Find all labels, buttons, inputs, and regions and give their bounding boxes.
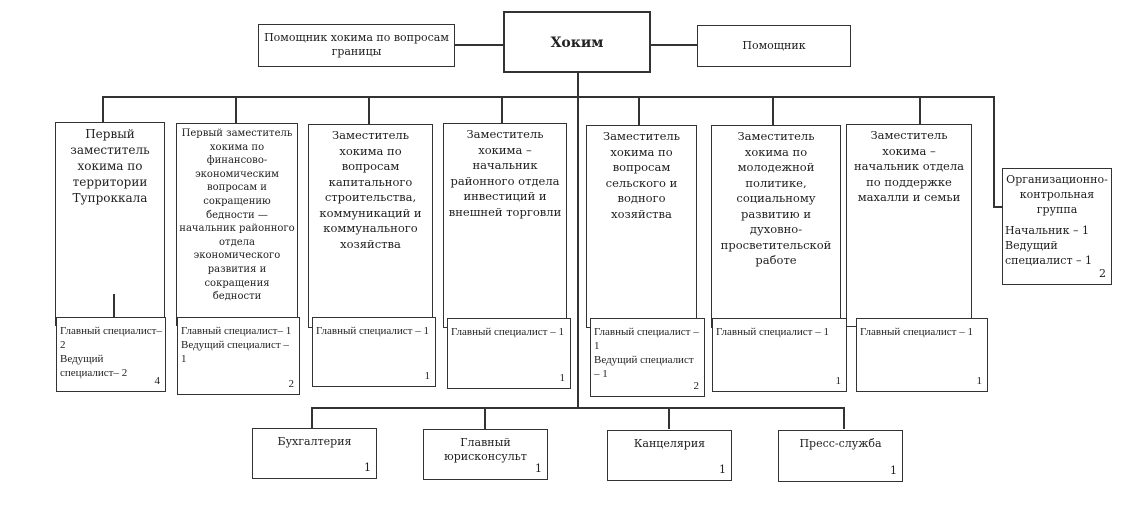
staff-line: Ведущий специалист – 1 [1005, 239, 1093, 267]
connector [113, 294, 115, 318]
connector [668, 407, 670, 429]
staff-line: Главный специалист– 2 [60, 325, 162, 351]
connector [368, 96, 370, 124]
staff-line: Ведущий специалист– 2 [60, 353, 128, 379]
org-group-box: Организационно-контрольная группа Началь… [1002, 168, 1112, 285]
deputy-box-6: Заместитель хокима по молодежной политик… [711, 125, 841, 328]
unit-count: 1 [535, 462, 542, 475]
unit-label: Бухгалтерия [277, 435, 352, 448]
connector [102, 96, 993, 98]
connector [650, 44, 698, 46]
staff-line: Главный специалист – 1 [316, 325, 429, 337]
staff-box-1: Главный специалист– 2 Ведущий специалист… [56, 317, 166, 392]
unit-count: 1 [890, 464, 897, 477]
unit-label: Канцелярия [633, 437, 706, 450]
staff-line: Ведущий специалист – 1 [594, 354, 694, 380]
staff-count: 2 [288, 378, 295, 390]
unit-box-chancellery: Канцелярия 1 [607, 430, 732, 481]
staff-box-4: Главный специалист – 1 1 [447, 318, 571, 389]
deputy-label: Заместитель хокима по молодежной политик… [720, 129, 832, 267]
staff-count: 2 [1099, 267, 1106, 280]
staff-box-6: Главный специалист – 1 1 [712, 318, 847, 392]
staff-line: Главный специалист – 1 [860, 326, 973, 338]
unit-box-accounting: Бухгалтерия 1 [252, 428, 377, 479]
deputy-box-2: Первый заместитель хокима по финансово-э… [176, 123, 298, 326]
staff-count: 1 [559, 372, 566, 384]
deputy-label: Заместитель хокима по вопросам сельского… [603, 129, 680, 221]
deputy-label: Первый заместитель хокима по территории … [70, 127, 150, 205]
connector [501, 96, 503, 123]
deputy-label: Заместитель хокима по вопросам капитальн… [319, 128, 422, 251]
staff-line: Главный специалист – 1 [594, 326, 699, 352]
deputy-box-7: Заместитель хокима – начальник отдела по… [846, 124, 972, 327]
staff-line: Главный специалист – 1 [716, 326, 829, 338]
staff-count: 1 [835, 375, 842, 387]
connector [993, 206, 1003, 208]
staff-box-5: Главный специалист – 1 Ведущий специалис… [590, 318, 705, 397]
connector [454, 44, 504, 46]
connector [102, 96, 104, 123]
connector [919, 96, 921, 124]
unit-count: 1 [719, 463, 726, 476]
staff-count: 4 [154, 375, 161, 387]
staff-line: Ведущий специалист – 1 [181, 339, 289, 365]
deputy-label: Первый заместитель хокима по финансово-э… [179, 128, 295, 303]
deputy-label: Заместитель хокима – начальник отдела по… [853, 128, 965, 204]
staff-count: 2 [693, 380, 700, 392]
staff-count: 1 [976, 375, 983, 387]
connector [843, 407, 845, 429]
unit-box-press: Пресс-служба 1 [778, 430, 903, 482]
staff-line: Главный специалист– 1 [181, 325, 292, 337]
assistant-box: Помощник [697, 25, 851, 67]
deputy-box-5: Заместитель хокима по вопросам сельского… [586, 125, 697, 328]
unit-count: 1 [364, 461, 371, 474]
deputy-label: Заместитель хокима – начальник районного… [448, 127, 562, 219]
connector [993, 96, 995, 207]
connector [311, 407, 313, 429]
connector [235, 96, 237, 123]
connector [311, 407, 844, 409]
staff-box-3: Главный специалист – 1 1 [312, 317, 436, 387]
org-group-label: Организационно-контрольная группа [1006, 173, 1108, 216]
assistant-border-box: Помощник хокима по вопросам границы [258, 24, 455, 67]
unit-box-legal: Главный юрисконсульт 1 [423, 429, 548, 480]
connector [638, 96, 640, 125]
deputy-box-1: Первый заместитель хокима по территории … [55, 122, 165, 326]
assistant-label: Помощник [742, 39, 806, 52]
staff-box-2: Главный специалист– 1 Ведущий специалист… [177, 317, 300, 395]
connector [772, 96, 774, 125]
deputy-box-4: Заместитель хокима – начальник районного… [443, 123, 567, 328]
staff-line: Начальник – 1 [1005, 224, 1089, 237]
connector [577, 72, 579, 407]
connector [484, 407, 486, 429]
unit-label: Главный юрисконсульт [444, 436, 527, 463]
staff-box-7: Главный специалист – 1 1 [856, 318, 988, 392]
deputy-box-3: Заместитель хокима по вопросам капитальн… [308, 124, 433, 328]
staff-count: 1 [424, 370, 431, 382]
head-title: Хоким [550, 35, 604, 51]
assistant-label: Помощник хокима по вопросам границы [264, 31, 449, 58]
head-box: Хоким [503, 11, 651, 73]
unit-label: Пресс-служба [799, 437, 882, 450]
staff-line: Главный специалист – 1 [451, 326, 564, 338]
